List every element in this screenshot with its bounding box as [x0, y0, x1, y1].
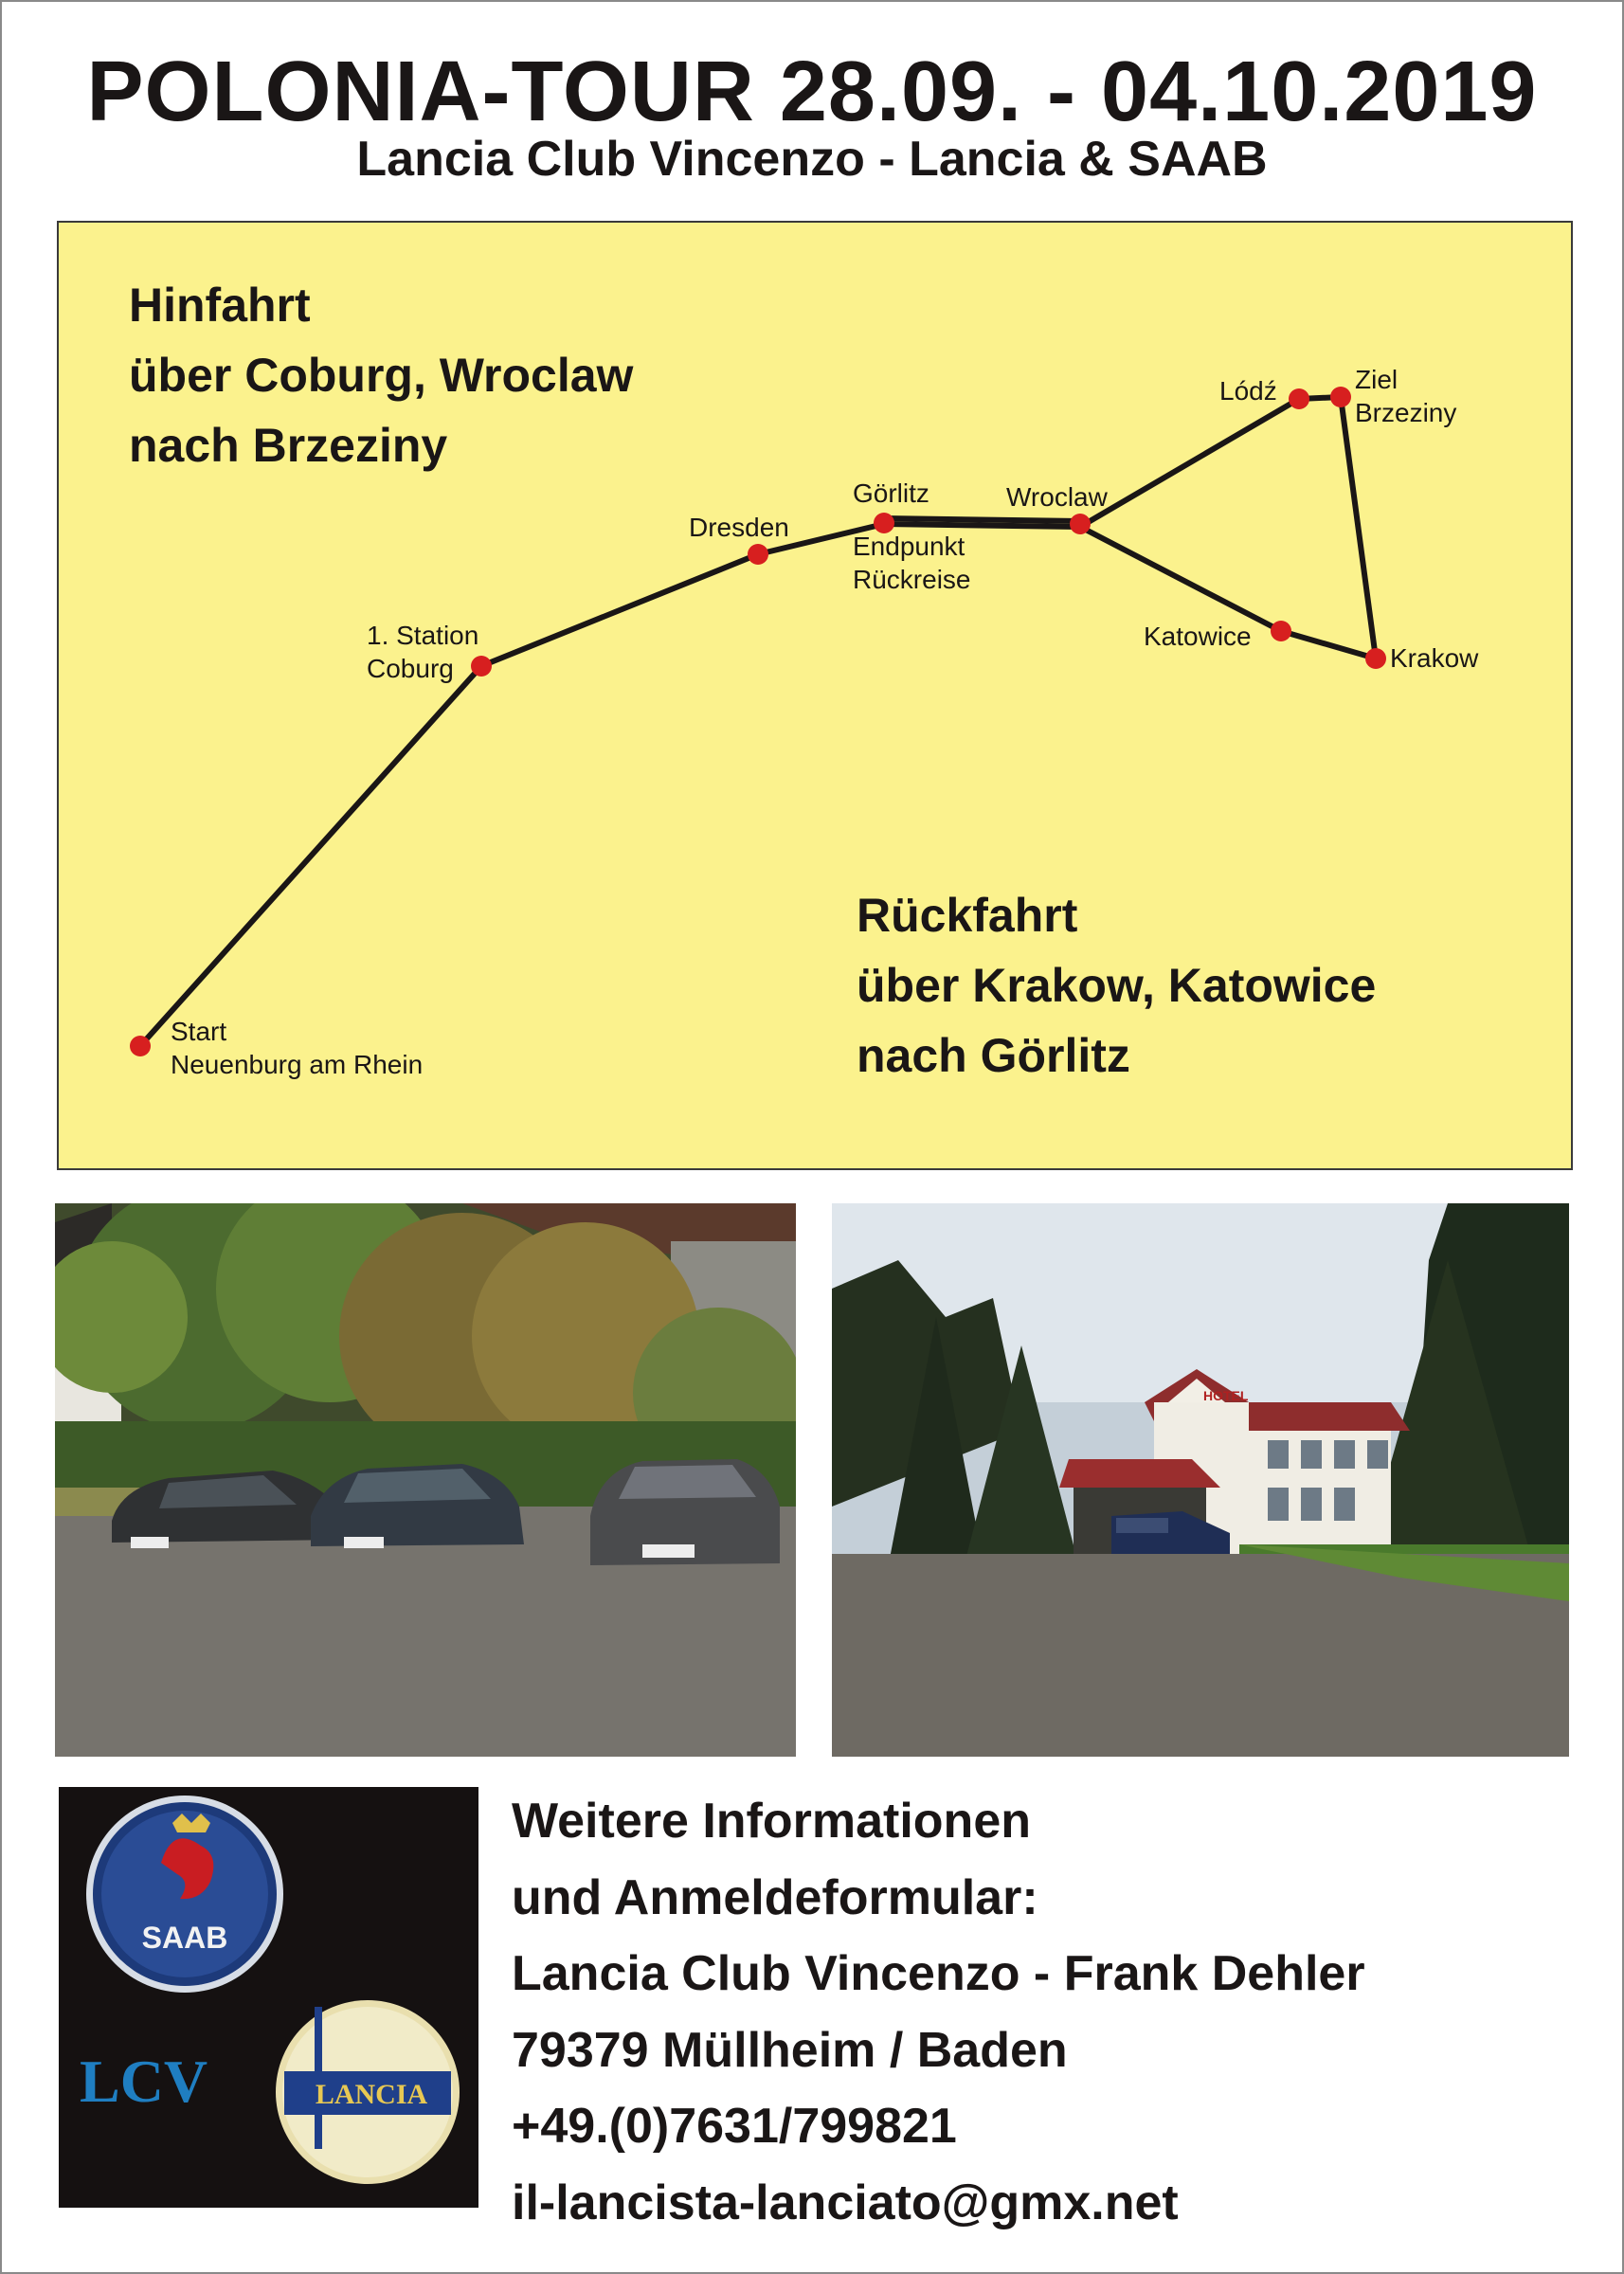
- info-phone: +49.(0)7631/799821: [512, 2099, 957, 2154]
- return-line-3: nach Görlitz: [857, 1029, 1130, 1082]
- label-coburg-line-2: Coburg: [367, 654, 454, 683]
- info-email: il-lancista-lanciato@gmx.net: [512, 2175, 1179, 2230]
- label-coburg-line-1: 1. Station: [367, 621, 479, 650]
- label-dresden: Dresden: [689, 513, 789, 542]
- hotel-van: [1111, 1511, 1230, 1565]
- outbound-text: Hinfahrt über Coburg, Wroclaw nach Brzez…: [129, 270, 633, 480]
- outbound-line-2: über Coburg, Wroclaw: [129, 349, 634, 402]
- label-endpunkt-line-2: Rückreise: [853, 565, 971, 594]
- lancia-logo: LANCIA: [276, 2000, 460, 2184]
- poster-subtitle: Lancia Club Vincenzo - Lancia & SAAB: [356, 132, 1268, 187]
- return-text: Rückfahrt über Krakow, Katowice nach Gör…: [857, 880, 1376, 1091]
- route-lines: [130, 387, 1386, 1056]
- stop-krakow: [1365, 648, 1386, 669]
- label-katowice: Katowice: [1144, 622, 1252, 651]
- label-brzeziny: Ziel Brzeziny: [1355, 363, 1456, 429]
- label-coburg: 1. Station Coburg: [367, 619, 478, 685]
- label-wroclaw: Wroclaw: [1006, 482, 1108, 512]
- hotel-image: HOTEL: [832, 1203, 1569, 1757]
- label-lodz: Lódź: [1219, 376, 1277, 406]
- photo-parked-cars: [55, 1203, 796, 1757]
- saab-logo-text: SAAB: [142, 1921, 228, 1955]
- logo-artwork: SAAB LCV LANCIA: [59, 1787, 478, 2208]
- label-endpunkt-line-1: Endpunkt: [853, 532, 965, 561]
- outbound-line-1: Hinfahrt: [129, 279, 311, 332]
- stop-goerlitz: [874, 513, 894, 533]
- label-krakow: Krakow: [1390, 643, 1479, 673]
- route-map: Hinfahrt über Coburg, Wroclaw nach Brzez…: [57, 221, 1573, 1170]
- contact-info: Weitere Informationen und Anmeldeformula…: [512, 1783, 1365, 2241]
- stop-dresden: [748, 544, 768, 565]
- stop-brzeziny: [1330, 387, 1351, 407]
- label-start: Start Neuenburg am Rhein: [171, 1015, 423, 1081]
- lancia-logo-text: LANCIA: [316, 2079, 428, 2110]
- info-line-2: und Anmeldeformular:: [512, 1869, 1038, 1925]
- stop-lodz: [1289, 388, 1309, 409]
- stop-coburg: [471, 656, 492, 677]
- stop-start: [130, 1036, 151, 1056]
- car-saab: [112, 1471, 344, 1548]
- label-brzeziny-line-2: Brzeziny: [1355, 398, 1457, 427]
- stop-katowice: [1271, 621, 1291, 641]
- label-start-line-2: Neuenburg am Rhein: [171, 1050, 424, 1079]
- info-address: 79379 Müllheim / Baden: [512, 2022, 1068, 2078]
- info-club-contact: Lancia Club Vincenzo - Frank Dehler: [512, 1946, 1365, 2001]
- label-goerlitz: Görlitz: [853, 478, 929, 508]
- saab-logo: SAAB: [86, 1796, 283, 1993]
- hotel-sign: HOTEL: [1203, 1388, 1249, 1403]
- lcv-logo: LCV: [80, 2048, 208, 2115]
- label-endpunkt: Endpunkt Rückreise: [853, 530, 970, 596]
- parked-cars-image: [55, 1203, 796, 1757]
- stop-wroclaw: [1070, 514, 1091, 534]
- info-line-1: Weitere Informationen: [512, 1794, 1032, 1849]
- car-lancia-dark: [311, 1464, 524, 1548]
- outbound-line-3: nach Brzeziny: [129, 419, 448, 472]
- poster-title: POLONIA-TOUR 28.09. - 04.10.2019: [86, 45, 1538, 139]
- photo-hotel: HOTEL: [832, 1203, 1569, 1757]
- label-start-line-1: Start: [171, 1017, 227, 1046]
- return-line-1: Rückfahrt: [857, 889, 1078, 942]
- car-lancia-grey: [590, 1459, 780, 1565]
- route-parallel-line: [881, 515, 1083, 524]
- route-return-line: [1077, 394, 1379, 661]
- logo-panel: SAAB LCV LANCIA: [59, 1787, 478, 2208]
- return-line-2: über Krakow, Katowice: [857, 959, 1377, 1012]
- label-brzeziny-line-1: Ziel: [1355, 365, 1398, 394]
